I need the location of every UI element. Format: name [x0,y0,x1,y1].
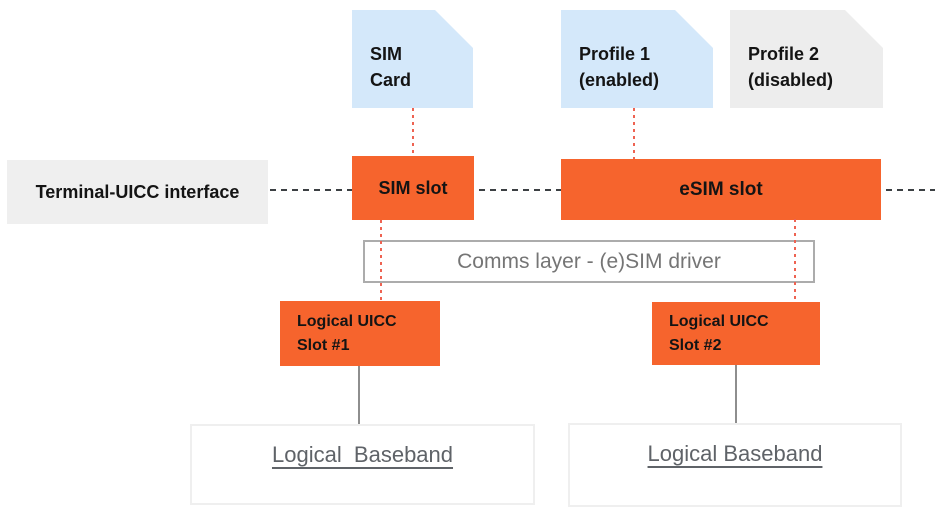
sim-card-node: SIM Card [352,10,473,108]
terminal-uicc-interface-label: Terminal-UICC interface [7,160,268,224]
logical-uicc-slot-2-line2: Slot #2 [669,336,722,354]
logical-baseband-2-node: Logical Baseband [568,423,902,507]
esim-slot-node: eSIM slot [561,159,881,220]
logical-uicc-slot-1-line2: Slot #1 [297,336,350,354]
esim-slot-label: eSIM slot [679,178,763,200]
sim-slot-label: SIM slot [378,177,448,198]
profile-2-label-line1: Profile 2 [748,44,820,64]
dotted-connector-simslot-to-uicc1 [380,220,382,301]
dotted-connector-simcard-to-simslot [412,108,414,156]
sim-card-label-line1: SIM [370,44,403,64]
comms-layer-label: Comms layer - (e)SIM driver [457,249,721,273]
logical-baseband-1-node: Logical Baseband [190,424,535,505]
sim-card-label-line2: Card [370,70,412,90]
connector-uicc2-to-baseband2 [735,365,737,423]
logical-uicc-slot-1-node: Logical UICC Slot #1 [280,301,440,366]
dotted-connector-esimslot-to-uicc2 [794,219,796,302]
terminal-uicc-interface-text: Terminal-UICC interface [35,181,240,202]
logical-baseband-1-label: Logical Baseband [271,442,454,467]
logical-uicc-slot-2-line1: Logical UICC [669,312,769,330]
dotted-connector-profile1-to-esimslot [633,108,635,159]
profile-1-label-line2: (enabled) [579,70,660,90]
sim-slot-node: SIM slot [352,156,474,220]
logical-uicc-slot-2-node: Logical UICC Slot #2 [652,302,820,365]
profile-1-label-line1: Profile 1 [579,44,651,64]
profile-2-label-line2: (disabled) [748,70,834,90]
logical-baseband-2-label: Logical Baseband [647,441,823,466]
profile-1-enabled-node: Profile 1 (enabled) [561,10,713,108]
connector-uicc1-to-baseband1 [358,366,360,424]
comms-layer-node: Comms layer - (e)SIM driver [363,240,815,283]
profile-2-disabled-node: Profile 2 (disabled) [730,10,883,108]
logical-uicc-slot-1-line1: Logical UICC [297,312,397,330]
